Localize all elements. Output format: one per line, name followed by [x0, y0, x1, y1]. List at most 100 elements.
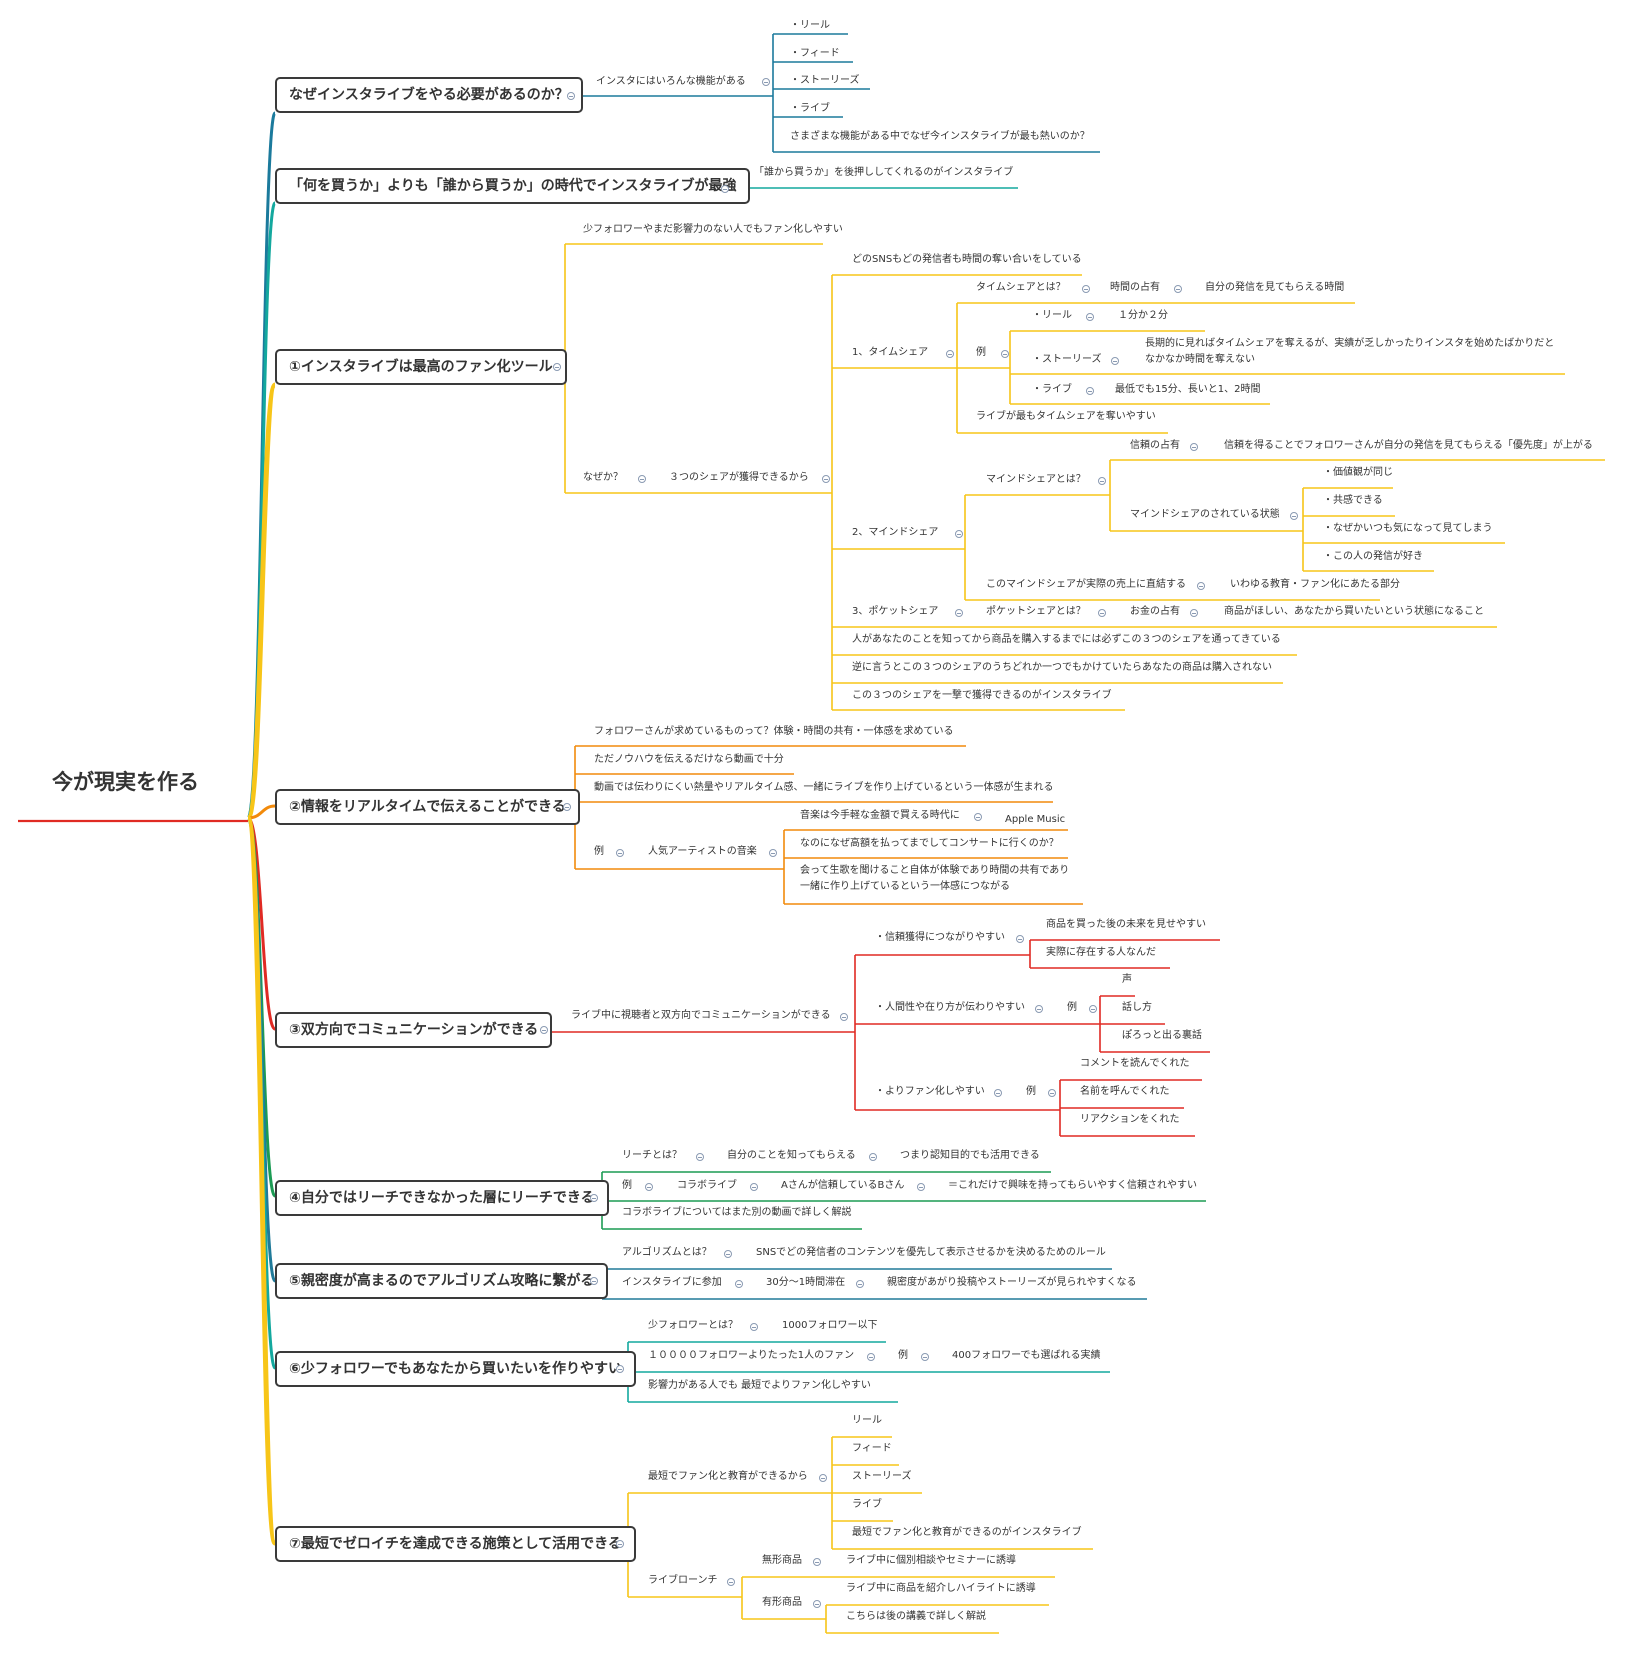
node-speaking[interactable]: 話し方 [1122, 1002, 1152, 1013]
collapse-toggle-icon[interactable] [1098, 609, 1106, 617]
node-tangible[interactable]: 有形商品 [762, 1597, 802, 1608]
node-time-stories-desc-1[interactable]: 長期的に見ればタイムシェアを奪えるが、実績が乏しかったりインスタを始めたばかりだ… [1145, 338, 1555, 349]
collapse-toggle-icon[interactable] [840, 1013, 848, 1021]
collapse-toggle-icon[interactable] [567, 92, 575, 100]
node-zt-insta-live[interactable]: 最短でファン化と教育ができるのがインスタライブ [852, 1527, 1082, 1538]
node-why[interactable]: なぜか？ [583, 472, 623, 483]
collapse-toggle-icon[interactable] [994, 1089, 1002, 1097]
node-intangible-desc[interactable]: ライブ中に個別相談やセミナーに誘導 [846, 1555, 1016, 1566]
collapse-toggle-icon[interactable] [1098, 477, 1106, 485]
node-personality[interactable]: ・人間性や在り方が伝わりやすい [875, 1002, 1025, 1013]
node-small-follower-def[interactable]: 少フォロワーとは？ [648, 1320, 738, 1331]
topic-2-realtime[interactable]: ②情報をリアルタイムで伝えることができる [275, 789, 580, 825]
node-under-1000[interactable]: 1000フォロワー以下 [782, 1320, 878, 1331]
node-reach-awareness[interactable]: つまり認知目的でも活用できる [900, 1150, 1040, 1161]
node-followers-want[interactable]: フォロワーさんが求めているものって？体験・時間の共有・一体感を求めている [594, 726, 954, 737]
node-share-missing[interactable]: 逆に言うとこの３つのシェアのうちどれか一つでもかけていたらあなたの商品は購入され… [852, 662, 1272, 673]
collapse-toggle-icon[interactable] [1290, 512, 1298, 520]
node-live-experience-1[interactable]: 会って生歌を聞けること自体が体験であり時間の共有であり [800, 865, 1070, 876]
node-live-experience-2[interactable]: 一緒に作り上げているという一体感につながる [800, 881, 1010, 892]
node-mind-state-4[interactable]: ・この人の発信が好き [1323, 551, 1423, 562]
node-real-person[interactable]: 実際に存在する人なんだ [1046, 947, 1156, 958]
topic-5-algorithm[interactable]: ⑤親密度が高まるのでアルゴリズム攻略に繋がる [275, 1263, 609, 1299]
collapse-toggle-icon[interactable] [590, 1277, 598, 1285]
collapse-toggle-icon[interactable] [553, 363, 561, 371]
collapse-toggle-icon[interactable] [735, 1280, 743, 1288]
node-share-oneshot[interactable]: この３つのシェアを一撃で獲得できるのがインスタライブ [852, 690, 1112, 701]
node-stories[interactable]: ・ストーリーズ [790, 75, 860, 86]
node-collab-note[interactable]: コラボライブについてはまた別の動画で詳しく解説 [622, 1207, 852, 1218]
node-pocket-share[interactable]: 3、ポケットシェア [852, 606, 939, 617]
collapse-toggle-icon[interactable] [1001, 350, 1009, 358]
collapse-toggle-icon[interactable] [955, 609, 963, 617]
node-400-followers[interactable]: 400フォロワーでも選ばれる実績 [952, 1350, 1101, 1361]
node-trust-easy[interactable]: ・信頼獲得につながりやすい [875, 932, 1005, 943]
collapse-toggle-icon[interactable] [1086, 387, 1094, 395]
node-live-backs-who[interactable]: 「誰から買うか」を後押ししてくれるのがインスタライブ [754, 167, 1014, 178]
collapse-toggle-icon[interactable] [974, 813, 982, 821]
collapse-toggle-icon[interactable] [867, 1353, 875, 1361]
node-reach-desc[interactable]: 自分のことを知ってもらえる [727, 1150, 856, 1161]
node-two-way-live[interactable]: ライブ中に視聴者と双方向でコミュニケーションができる [571, 1010, 831, 1021]
node-time-live[interactable]: ・ライブ [1032, 384, 1072, 395]
node-zt-reel[interactable]: リール [852, 1415, 882, 1426]
node-easy-fan[interactable]: 少フォロワーやまだ影響力のない人でもファン化しやすい [583, 224, 843, 235]
node-rt-example[interactable]: 例 [594, 846, 604, 857]
collapse-toggle-icon[interactable] [590, 1194, 598, 1202]
collapse-toggle-icon[interactable] [1197, 582, 1205, 590]
collapse-toggle-icon[interactable] [769, 849, 777, 857]
collapse-toggle-icon[interactable] [917, 1183, 925, 1191]
collapse-toggle-icon[interactable] [869, 1153, 877, 1161]
node-zt-live[interactable]: ライブ [852, 1499, 882, 1510]
node-backstory[interactable]: ぽろっと出る裏話 [1122, 1030, 1202, 1041]
collapse-toggle-icon[interactable] [1086, 313, 1094, 321]
node-why-live-hot[interactable]: さまざまな機能がある中でなぜ今インスタライブが最も熱いのか？ [790, 131, 1090, 142]
topic-3-two-way[interactable]: ③双方向でコミュニケーションができる [275, 1012, 553, 1048]
node-money-occupy-desc[interactable]: 商品がほしい、あなたから買いたいという状態になること [1224, 606, 1484, 617]
node-mind-share[interactable]: 2、マインドシェア [852, 527, 939, 538]
node-feed[interactable]: ・フィード [790, 48, 840, 59]
node-later-lecture[interactable]: こちらは後の講義で詳しく解説 [846, 1611, 986, 1622]
node-popular-artist[interactable]: 人気アーティストの音楽 [648, 846, 757, 857]
node-mind-state[interactable]: マインドシェアのされている状態 [1130, 509, 1280, 520]
collapse-toggle-icon[interactable] [1190, 609, 1198, 617]
node-zt-stories[interactable]: ストーリーズ [852, 1471, 912, 1482]
collapse-toggle-icon[interactable] [616, 849, 624, 857]
collapse-toggle-icon[interactable] [1035, 1005, 1043, 1013]
collapse-toggle-icon[interactable] [721, 185, 729, 193]
topic-why-insta-live[interactable]: なぜインスタライブをやる必要があるのか？ [275, 77, 583, 113]
node-money-occupy[interactable]: お金の占有 [1130, 606, 1180, 617]
node-live-launch[interactable]: ライブローンチ [648, 1575, 718, 1586]
node-voice[interactable]: 声 [1122, 974, 1132, 985]
collapse-toggle-icon[interactable] [822, 475, 830, 483]
topic-who-to-buy-from[interactable]: 「何を買うか」よりも「誰から買うか」の時代でインスタライブが最強 [275, 168, 751, 204]
node-knowhow-video[interactable]: ただノウハウを伝えるだけなら動画で十分 [594, 754, 784, 765]
node-time-stories[interactable]: ・ストーリーズ [1032, 354, 1102, 365]
node-trust-occupy[interactable]: 信頼の占有 [1130, 440, 1180, 451]
node-algorithm-def[interactable]: アルゴリズムとは？ [622, 1247, 712, 1258]
node-time-live-desc[interactable]: 最低でも15分、長いと1、2時間 [1115, 384, 1261, 395]
collapse-toggle-icon[interactable] [638, 475, 646, 483]
node-trusted-easily[interactable]: ＝これだけで興味を持ってもらいやすく信頼されやすい [948, 1180, 1197, 1191]
node-reach-example[interactable]: 例 [622, 1180, 632, 1191]
node-time-competition[interactable]: どのSNSもどの発信者も時間の奪い合いをしている [852, 254, 1082, 265]
collapse-toggle-icon[interactable] [1111, 357, 1119, 365]
node-reel[interactable]: ・リール [790, 20, 830, 31]
collapse-toggle-icon[interactable] [813, 1600, 821, 1608]
node-more-fan[interactable]: ・よりファン化しやすい [875, 1086, 985, 1097]
node-intangible[interactable]: 無形商品 [762, 1555, 802, 1566]
node-influencer-fan[interactable]: 影響力がある人でも 最短でよりファン化しやすい [648, 1380, 871, 1391]
collapse-toggle-icon[interactable] [1174, 285, 1182, 293]
node-algorithm-desc[interactable]: SNSでどの発信者のコンテンツを優先して表示させるかを決めるためのルール [756, 1247, 1106, 1258]
collapse-toggle-icon[interactable] [750, 1183, 758, 1191]
collapse-toggle-icon[interactable] [727, 1578, 735, 1586]
node-time-occupy-desc[interactable]: 自分の発信を見てもらえる時間 [1205, 282, 1345, 293]
node-three-shares[interactable]: ３つのシェアが獲得できるから [669, 472, 809, 483]
node-zt-feed[interactable]: フィード [852, 1443, 892, 1454]
node-intimacy-up[interactable]: 親密度があがり投稿やストーリーズが見られやすくなる [887, 1277, 1137, 1288]
collapse-toggle-icon[interactable] [1190, 443, 1198, 451]
node-apple-music[interactable]: Apple Music [1005, 814, 1066, 825]
collapse-toggle-icon[interactable] [1048, 1089, 1056, 1097]
collapse-toggle-icon[interactable] [724, 1250, 732, 1258]
node-why-concert[interactable]: なのになぜ高額を払ってまでしてコンサートに行くのか？ [800, 838, 1059, 849]
